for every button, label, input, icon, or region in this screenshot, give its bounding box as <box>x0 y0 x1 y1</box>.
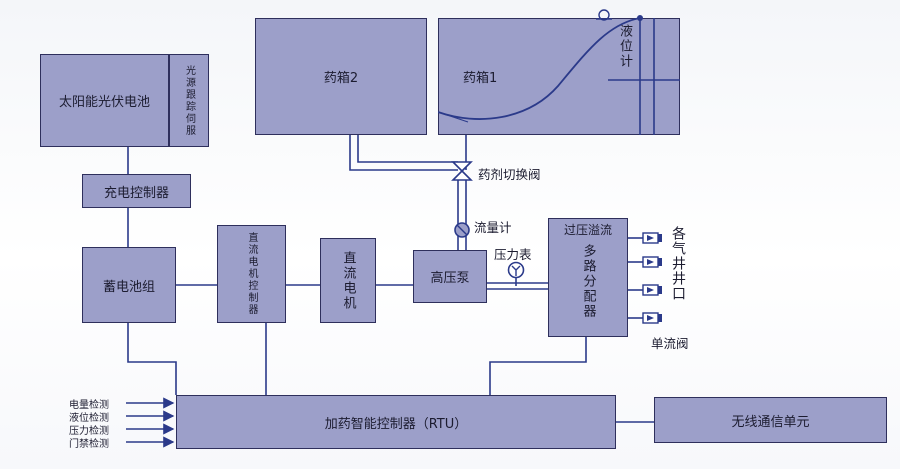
wireless-unit-block: 无线通信单元 <box>654 397 887 443</box>
input-label-door: 门禁检测 <box>69 439 109 450</box>
wells-label: 各气井井口 <box>670 226 686 301</box>
wireless-unit-label: 无线通信单元 <box>731 414 810 430</box>
battery-bank-label: 蓄电池组 <box>102 279 155 295</box>
dc-motor-label: 直流电机 <box>340 250 356 311</box>
float-sensor-icon <box>598 9 610 21</box>
input-label-pressure: 压力检测 <box>69 426 109 437</box>
light-tracking-servo-block: 光源跟踪伺服 <box>169 54 209 147</box>
solar-panel-block: 太阳能光伏电池 <box>40 54 169 147</box>
switch-valve-icon <box>451 161 473 181</box>
tank1-label: 药箱1 <box>463 71 498 86</box>
input-label-level: 液位检测 <box>69 413 109 424</box>
motor-controller-block: 直流电机控制器 <box>217 225 286 323</box>
charge-controller-label: 充电控制器 <box>103 185 169 201</box>
switch-valve-label: 药剂切换阀 <box>478 167 541 182</box>
battery-bank-block: 蓄电池组 <box>82 247 176 323</box>
solar-panel-label: 太阳能光伏电池 <box>58 95 150 110</box>
level-gauge-label: 液位计 <box>617 24 632 69</box>
rtu-controller-label: 加药智能控制器（RTU） <box>324 416 468 432</box>
input-label-power: 电量检测 <box>69 400 109 411</box>
high-pressure-pump-label: 高压泵 <box>430 271 470 286</box>
check-valve-icons <box>642 232 662 324</box>
pressure-gauge-label: 压力表 <box>494 247 532 262</box>
pressure-gauge-icon <box>507 261 525 279</box>
flow-meter-icon <box>454 222 470 238</box>
distributor-label: 多路分配器 <box>580 244 596 319</box>
rtu-controller-block: 加药智能控制器（RTU） <box>176 395 616 449</box>
light-tracking-servo-label: 光源跟踪伺服 <box>183 64 195 137</box>
dc-motor-block: 直流电机 <box>320 238 376 323</box>
charge-controller-block: 充电控制器 <box>82 174 191 208</box>
overpressure-overflow-label: 过压溢流 <box>563 223 612 237</box>
motor-controller-label: 直流电机控制器 <box>246 232 257 316</box>
tank2-label: 药箱2 <box>323 71 359 86</box>
flow-meter-label: 流量计 <box>474 220 512 235</box>
multi-way-distributor-block: 过压溢流 多路分配器 <box>548 218 628 337</box>
tank1-level-curve <box>438 9 680 135</box>
tank2-block: 药箱2 <box>255 18 427 135</box>
high-pressure-pump-block: 高压泵 <box>413 250 487 303</box>
check-valve-label: 单流阀 <box>651 336 689 351</box>
